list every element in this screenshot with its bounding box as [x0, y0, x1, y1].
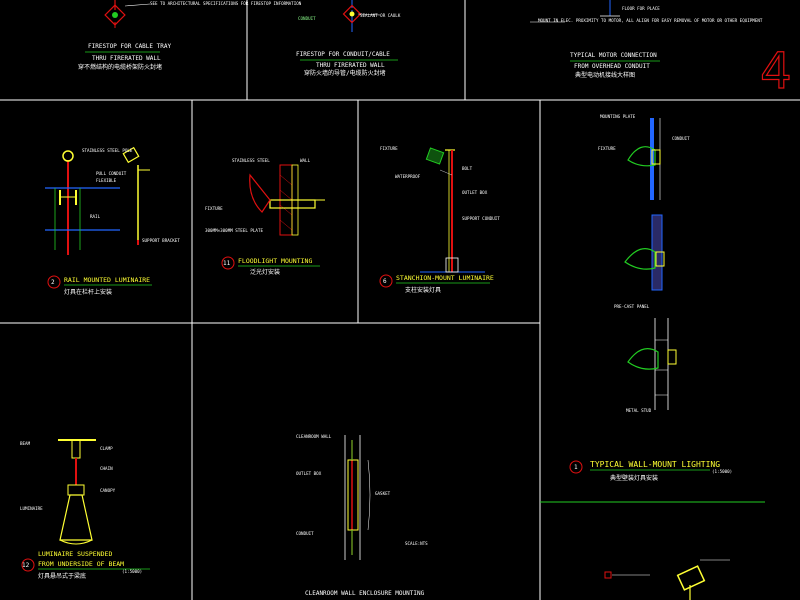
flood-label-4: 300MM×300MM STEEL PLATE [205, 228, 263, 233]
stanchion-label-5: OUTLET BOX [462, 190, 488, 195]
rail-label-1: STAINLESS STEEL POLE [82, 148, 133, 153]
detail-floodlight: STAINLESS STEEL WALL FIXTURE 300MM×300MM… [205, 158, 325, 276]
flood-label-2: WALL [300, 158, 311, 163]
flood-number: 11 [223, 260, 231, 267]
wall-number: 1 [574, 464, 578, 471]
detail-stanchion: FIXTURE WATERPROOF BOLT SUPPORT CONDUIT … [379, 146, 500, 294]
suspended-label-1: BEAM [20, 441, 31, 446]
detail-partial-bottom-right [604, 559, 730, 600]
wall-label-1: MOUNTING PLATE [600, 114, 636, 119]
stanchion-number: 6 [383, 278, 387, 285]
firestop-cable-title-1: FIRESTOP FOR CABLE TRAY [88, 43, 171, 50]
stanchion-label-3: BOLT [462, 166, 473, 171]
firestop-conduit-title-2: THRU FIRERATED WALL [316, 62, 385, 69]
wall-label-5: METAL STUD [626, 408, 652, 413]
wall-label-2: CONDUIT [672, 136, 690, 141]
flood-label-3: FIXTURE [205, 206, 223, 211]
firestop-cable-title-2: THRU FIRERATED WALL [92, 55, 161, 62]
stanchion-title: STANCHION-MOUNT LUMINAIRE [396, 274, 494, 282]
suspended-label-3: CHAIN [100, 466, 113, 471]
suspended-title-2: FROM UNDERSIDE OF BEAM [38, 560, 124, 568]
detail-rail-mounted: STAINLESS STEEL POLE PULL CONDUIT FLEXIB… [45, 146, 180, 296]
rail-label-5: RAIL [90, 214, 101, 219]
rail-number: 2 [51, 279, 55, 286]
stanchion-label-4: SUPPORT CONDUIT [462, 216, 500, 221]
motor-title-2: FROM OVERHEAD CONDUIT [574, 63, 650, 70]
firestop-cable-note: SEE TO ARCHITECTURAL SPECIFICATIONS FOR … [150, 1, 302, 6]
wall-scale: (1:5000) [712, 469, 732, 474]
detail-firestop-cable: SEE TO ARCHITECTURAL SPECIFICATIONS FOR … [78, 0, 302, 71]
rail-label-4: SUPPORT BRACKET [142, 238, 180, 243]
stanchion-label-1: FIXTURE [380, 146, 398, 151]
sheet-number: 4 [760, 42, 792, 100]
wall-label-4: PRE-CAST PANEL [614, 304, 650, 309]
wall-label-3: FIXTURE [598, 146, 616, 151]
flood-title: FLOODLIGHT MOUNTING [238, 257, 312, 265]
detail-wall-mount: MOUNTING PLATE CONDUIT FIXTURE PRE-CAST … [569, 114, 732, 482]
detail-firestop-conduit: SEALANT OR CAULK CONDUIT FIRESTOP FOR CO… [296, 0, 401, 77]
cleanroom-label-2: OUTLET BOX [296, 471, 322, 476]
suspended-scale: (1:5000) [122, 569, 142, 574]
suspended-label-2: CLAMP [100, 446, 113, 451]
firestop-conduit-note: SEALANT OR CAULK [360, 13, 401, 18]
cleanroom-title: CLEANROOM WALL ENCLOSURE MOUNTING [305, 590, 425, 597]
motor-note-1: FLOOR FOR PLACE [622, 6, 660, 11]
firestop-cable-title-zh: 穿不燃结构的电缆桥架防火封堵 [78, 63, 162, 71]
suspended-number: 12 [22, 562, 30, 569]
cleanroom-scale: SCALE:NTS [405, 541, 428, 546]
firestop-conduit-title-1: FIRESTOP FOR CONDUIT/CABLE [296, 51, 390, 58]
suspended-title-zh: 灯具悬吊式于梁底 [38, 572, 86, 580]
stanchion-title-zh: 支柱安装灯具 [405, 286, 441, 294]
detail-motor-connection: FLOOR FOR PLACE MOUNT IN ELEC. PROXIMITY… [530, 0, 763, 79]
flood-label-1: STAINLESS STEEL [232, 158, 270, 163]
flood-title-zh: 泛光灯安装 [250, 268, 280, 276]
suspended-label-4: CANOPY [100, 488, 116, 493]
wall-title-zh: 典型壁装灯具安装 [610, 474, 658, 482]
rail-title: RAIL MOUNTED LUMINAIRE [64, 276, 150, 284]
suspended-label-5: LUMINAIRE [20, 506, 43, 511]
motor-note-2: MOUNT IN ELEC. PROXIMITY TO MOTOR, ALL A… [538, 18, 763, 23]
cleanroom-label-1: CLEANROOM WALL [296, 434, 332, 439]
detail-suspended: BEAM CLAMP CHAIN CANOPY LUMINAIRE LUMINA… [20, 439, 150, 580]
motor-title-1: TYPICAL MOTOR CONNECTION [570, 52, 657, 59]
firestop-conduit-tag: CONDUIT [298, 16, 316, 21]
wall-title: TYPICAL WALL-MOUNT LIGHTING [590, 460, 720, 469]
stanchion-label-2: WATERPROOF [395, 174, 421, 179]
rail-label-2: PULL CONDUIT [96, 171, 127, 176]
rail-title-zh: 灯具在栏杆上安装 [64, 288, 112, 296]
suspended-title-1: LUMINAIRE SUSPENDED [38, 550, 112, 558]
firestop-conduit-title-zh: 穿防火墙的导管/电缆防火封堵 [304, 69, 386, 77]
detail-cleanroom: CLEANROOM WALL OUTLET BOX GASKET CONDUIT… [296, 434, 428, 597]
motor-title-zh: 典型电动机接线大样图 [575, 71, 635, 79]
cleanroom-label-4: CONDUIT [296, 531, 314, 536]
cleanroom-label-3: GASKET [375, 491, 391, 496]
rail-label-3: FLEXIBLE [96, 178, 117, 183]
